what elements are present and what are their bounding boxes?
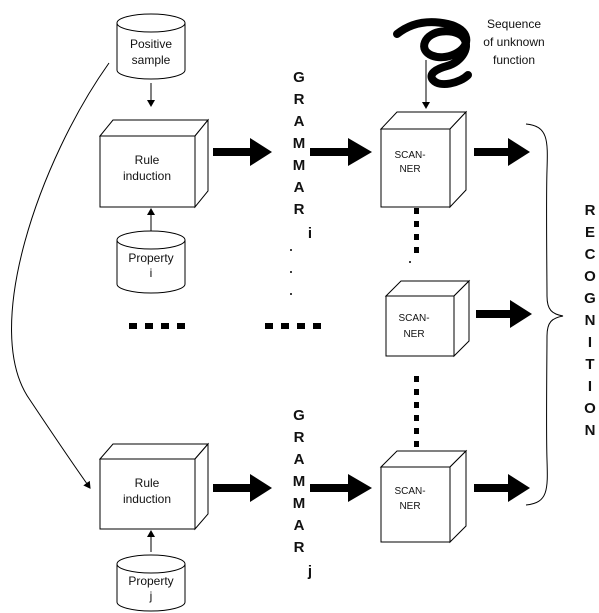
grammar-i-letter-r2: R bbox=[294, 201, 305, 218]
positive-sample-cylinder: Positive sample bbox=[116, 13, 186, 80]
scanner-bottom-line1: SCAN- bbox=[394, 486, 425, 497]
scanner-mid-line2: NER bbox=[403, 329, 424, 340]
positive-sample-label-line2: sample bbox=[132, 53, 171, 67]
property-i-line2: i bbox=[150, 266, 153, 280]
grammar-i-subscript: i bbox=[308, 225, 312, 242]
recognition-vertical-text: R E C O G N I T I O N bbox=[584, 202, 596, 439]
rule-induction-bottom-line2: induction bbox=[123, 492, 171, 506]
property-i-line1: Property bbox=[128, 251, 173, 265]
property-j-line2: j bbox=[149, 589, 153, 603]
scanner-top-line2: NER bbox=[399, 164, 420, 175]
scanner-dots-lower bbox=[414, 376, 419, 447]
grammar-j-subscript: j bbox=[307, 563, 312, 580]
scanner-bottom-cube: SCAN- NER bbox=[379, 449, 468, 544]
grammar-i-trailing-dots bbox=[290, 249, 292, 295]
scanner-bottom-output-arrow bbox=[474, 474, 530, 502]
scanner-dots-upper bbox=[409, 208, 419, 263]
recognition-letter-3: C bbox=[585, 246, 596, 263]
property-j-line1: Property bbox=[128, 574, 173, 588]
scanner-mid-line1: SCAN- bbox=[398, 313, 429, 324]
scanner-mid-output-arrow bbox=[476, 300, 532, 328]
sequence-label-line2: of unknown bbox=[483, 35, 544, 49]
recognition-brace bbox=[525, 123, 564, 506]
sequence-label-line1: Sequence bbox=[487, 17, 541, 31]
scanner-top-line1: SCAN- bbox=[394, 150, 425, 161]
grammar-j-vertical-text: G R A M M A R j bbox=[293, 407, 312, 580]
grammar-i-letter-g: G bbox=[293, 69, 305, 86]
recognition-letter-4: O bbox=[584, 268, 596, 285]
scanner-top-output-arrow bbox=[474, 138, 530, 166]
sample-to-rule-j-curve bbox=[11, 62, 110, 489]
sequence-label-line3: function bbox=[493, 53, 535, 67]
ellipsis-left-dots bbox=[129, 323, 185, 329]
recognition-letter-6: N bbox=[585, 312, 596, 329]
grammar-j-letter-a: A bbox=[294, 451, 305, 468]
grammar-i-letter-a: A bbox=[294, 113, 305, 130]
recognition-letter-5: G bbox=[584, 290, 596, 307]
recognition-letter-7: I bbox=[588, 334, 592, 351]
recognition-letter-8: T bbox=[585, 356, 594, 373]
property-i-cylinder: Property i bbox=[116, 230, 186, 294]
rule-bottom-to-grammar-arrow bbox=[213, 474, 272, 502]
grammar-j-letter-m2: M bbox=[293, 495, 306, 512]
rule-top-to-grammar-arrow bbox=[213, 138, 272, 166]
rule-induction-bottom-line1: Rule bbox=[135, 476, 160, 490]
recognition-letter-1: R bbox=[585, 202, 596, 219]
rule-induction-bottom-cube: Rule induction bbox=[98, 442, 210, 531]
positive-sample-label-line1: Positive bbox=[130, 37, 172, 51]
grammar-i-letter-a2: A bbox=[294, 179, 305, 196]
rule-induction-top-line2: induction bbox=[123, 169, 171, 183]
recognition-letter-10: O bbox=[584, 400, 596, 417]
grammar-i-to-scanner-arrow bbox=[310, 138, 372, 166]
sequence-squiggle-icon bbox=[393, 18, 472, 89]
grammar-j-letter-r: R bbox=[294, 429, 305, 446]
grammar-j-letter-r2: R bbox=[294, 539, 305, 556]
rule-induction-top-cube: Rule induction bbox=[98, 118, 210, 209]
scanner-mid-cube: SCAN- NER bbox=[384, 279, 471, 358]
recognition-letter-2: E bbox=[585, 224, 595, 241]
grammar-i-letter-r: R bbox=[294, 91, 305, 108]
grammar-i-letter-m2: M bbox=[293, 157, 306, 174]
scanner-bottom-line2: NER bbox=[399, 501, 420, 512]
grammar-i-vertical-text: G R A M M A R i bbox=[293, 69, 312, 242]
recognition-letter-9: I bbox=[588, 378, 592, 395]
scanner-top-cube: SCAN- NER bbox=[379, 110, 468, 209]
grammar-j-letter-g: G bbox=[293, 407, 305, 424]
grammar-j-letter-a2: A bbox=[294, 517, 305, 534]
recognition-letter-11: N bbox=[585, 422, 596, 439]
ellipsis-mid-dots bbox=[265, 323, 321, 329]
grammar-j-to-scanner-arrow bbox=[310, 474, 372, 502]
property-j-cylinder: Property j bbox=[116, 554, 186, 612]
grammar-j-letter-m1: M bbox=[293, 473, 306, 490]
grammar-i-letter-m1: M bbox=[293, 135, 306, 152]
rule-induction-top-line1: Rule bbox=[135, 153, 160, 167]
